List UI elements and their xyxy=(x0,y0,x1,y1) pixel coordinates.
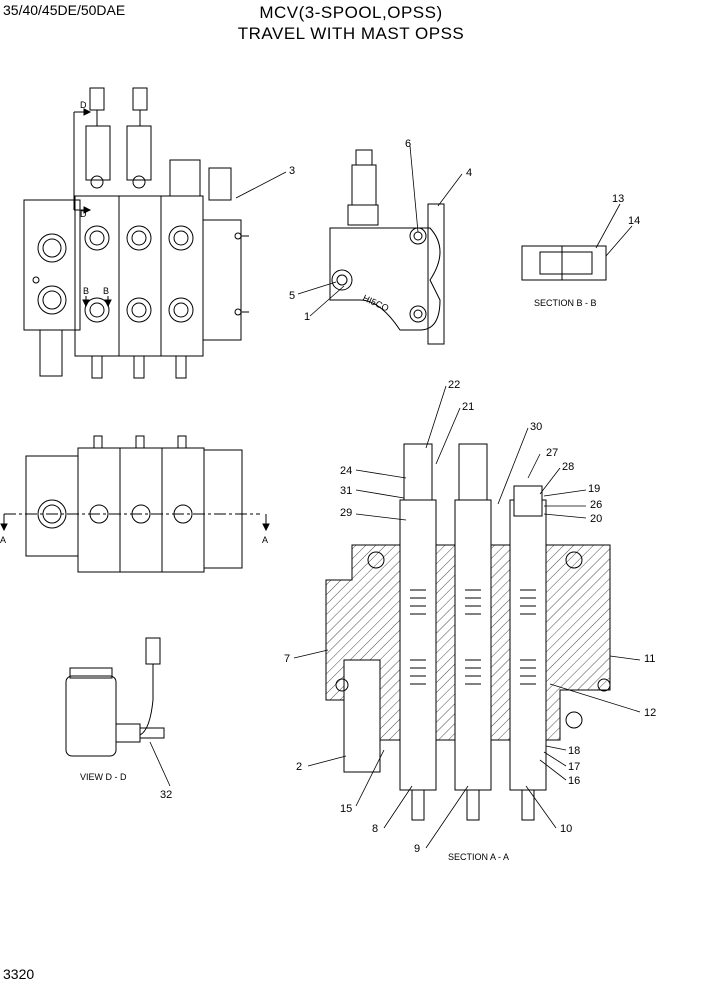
section-aa-label: SECTION A - A xyxy=(448,852,509,862)
callout-16: 16 xyxy=(568,775,580,787)
callout-27: 27 xyxy=(546,447,558,459)
callout-22: 22 xyxy=(448,379,460,391)
callout-19: 19 xyxy=(588,483,600,495)
callout-29: 29 xyxy=(340,507,352,519)
leader-lines xyxy=(149,145,641,849)
model-code: 35/40/45DE/50DAE xyxy=(3,2,126,18)
callout-15: 15 xyxy=(340,803,352,815)
callout-31: 31 xyxy=(340,485,352,497)
nameplate-text: HI5CO xyxy=(361,293,390,314)
section-mark-b-left: B xyxy=(83,286,89,296)
callout-14: 14 xyxy=(628,215,640,227)
callout-17: 17 xyxy=(568,761,580,773)
section-bb xyxy=(521,245,607,281)
callout-7: 7 xyxy=(284,653,290,665)
callout-28: 28 xyxy=(562,461,574,473)
callout-20: 20 xyxy=(590,513,602,525)
callout-6: 6 xyxy=(405,138,411,150)
diagram-title: MCV(3-SPOOL,OPSS) xyxy=(259,3,443,22)
view-dd-label: VIEW D - D xyxy=(80,772,127,782)
diagram-subtitle: TRAVEL WITH MAST OPSS xyxy=(237,24,465,43)
section-aa xyxy=(325,443,611,821)
callout-5: 5 xyxy=(289,290,295,302)
top-view xyxy=(0,435,270,573)
callout-26: 26 xyxy=(590,499,602,511)
callout-4: 4 xyxy=(466,167,472,179)
view-dd xyxy=(65,637,165,757)
side-view xyxy=(329,149,445,345)
callout-18: 18 xyxy=(568,745,580,757)
callout-32: 32 xyxy=(160,789,172,801)
callout-12: 12 xyxy=(644,707,656,719)
section-mark-a-right: A xyxy=(262,535,268,545)
callout-10: 10 xyxy=(560,823,572,835)
callout-13: 13 xyxy=(612,193,624,205)
section-bb-label: SECTION B - B xyxy=(534,298,597,308)
section-mark-d-top: D xyxy=(80,100,87,110)
page-number: 3320 xyxy=(3,966,35,982)
callout-2: 2 xyxy=(296,761,302,773)
section-mark-b-right: B xyxy=(103,286,109,296)
section-mark-a-left: A xyxy=(0,535,6,545)
callout-1: 1 xyxy=(304,311,310,323)
callout-9: 9 xyxy=(414,843,420,855)
callout-8: 8 xyxy=(372,823,378,835)
callout-30: 30 xyxy=(530,421,542,433)
callout-24: 24 xyxy=(340,465,352,477)
section-mark-d-bottom: D xyxy=(80,209,87,219)
front-view xyxy=(23,87,249,379)
callout-11: 11 xyxy=(644,653,655,665)
part-callouts: 1 2 3 4 5 6 7 8 9 10 11 12 13 14 15 16 1… xyxy=(160,138,656,855)
callout-21: 21 xyxy=(462,401,474,413)
callout-3: 3 xyxy=(289,165,295,177)
